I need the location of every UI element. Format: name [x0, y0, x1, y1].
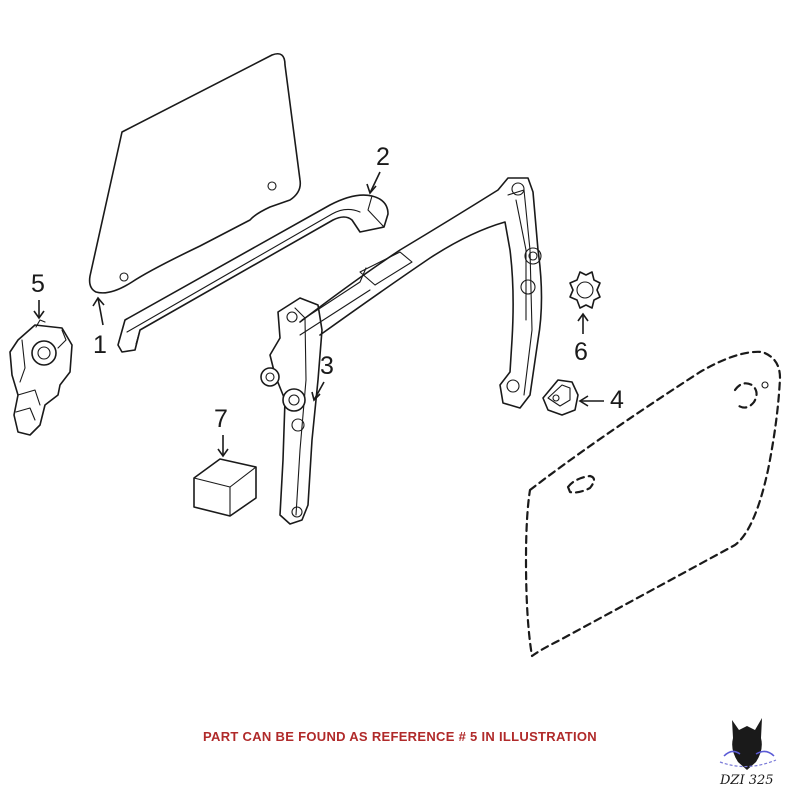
- arrow-head: [577, 312, 589, 322]
- reference-caption: PART CAN BE FOUND AS REFERENCE # 5 IN IL…: [203, 729, 597, 744]
- seller-logo: DZI 325: [719, 718, 777, 788]
- wolf-head-icon: [719, 718, 777, 770]
- callout-label: 5: [31, 270, 45, 298]
- logo-text: DZI 325: [719, 773, 774, 788]
- arrow-head: [311, 391, 321, 402]
- callout-2: 2: [366, 143, 390, 195]
- callout-arrow: [97, 297, 104, 326]
- door-shell-outline: [524, 350, 782, 658]
- callout-5: 5: [31, 270, 45, 320]
- callout-label: 3: [320, 352, 334, 380]
- callout-label: 7: [214, 405, 228, 433]
- callout-label: 4: [610, 386, 624, 414]
- callout-7: 7: [214, 405, 229, 458]
- door-glass-part: [88, 52, 302, 294]
- callout-arrow: [313, 381, 325, 401]
- callout-label: 1: [93, 331, 107, 359]
- arrow-head: [217, 448, 229, 458]
- callout-1: 1: [92, 296, 107, 359]
- arrow-head: [578, 395, 589, 407]
- callout-4: 4: [578, 386, 624, 414]
- callout-6: 6: [574, 312, 589, 366]
- callout-arrow: [369, 171, 381, 194]
- callout-3: 3: [311, 352, 334, 402]
- glass-channel-part: [117, 194, 389, 353]
- arrow-head: [366, 183, 377, 195]
- sprocket-gear-part: [569, 271, 601, 309]
- arrow-head: [33, 310, 45, 320]
- bracket-part: [542, 379, 579, 416]
- foam-pad-part: [193, 458, 257, 517]
- callout-label: 2: [376, 143, 390, 171]
- window-motor-part: [9, 319, 73, 436]
- callout-label: 6: [574, 338, 588, 366]
- arrow-head: [92, 296, 105, 307]
- window-regulator-part: [260, 177, 543, 525]
